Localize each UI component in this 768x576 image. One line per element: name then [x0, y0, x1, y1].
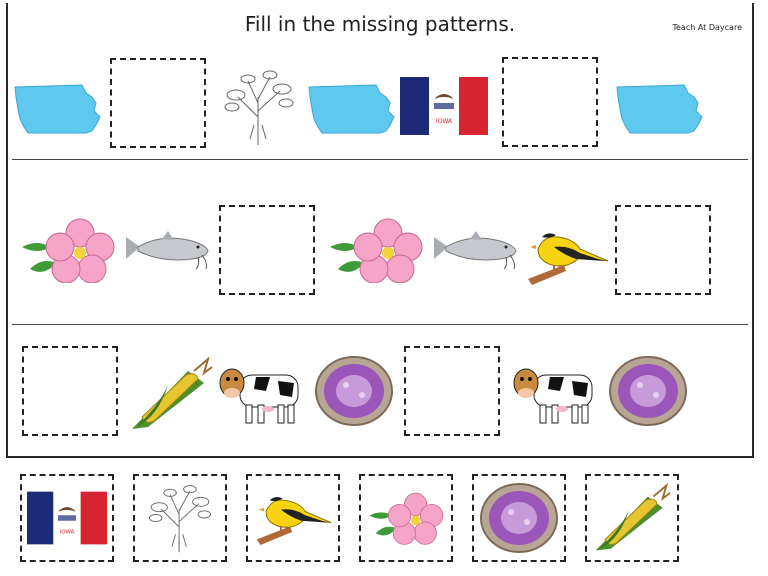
worksheet-title: Fill in the missing patterns.: [244, 12, 516, 36]
cow-icon: [216, 365, 304, 427]
worksheet: Fill in the missing patterns. Teach At D…: [6, 3, 754, 458]
row-divider: [12, 159, 748, 160]
row-divider: [12, 324, 748, 325]
goldfinch-icon: [524, 225, 610, 287]
corn-icon: [592, 482, 672, 554]
corn-icon: [128, 357, 214, 431]
answer-card-goldfinch[interactable]: [246, 474, 340, 562]
brand-label: Teach At Daycare: [672, 23, 742, 32]
catfish-icon: [122, 229, 214, 271]
blank-pattern-slot[interactable]: [110, 58, 206, 148]
iowa-flag-icon: IOWA: [400, 77, 488, 135]
wild-rose-icon: [18, 217, 118, 283]
answer-card-iowa-flag[interactable]: IOWA: [20, 474, 114, 562]
geode-icon: [608, 355, 688, 427]
blank-pattern-slot[interactable]: [502, 57, 598, 147]
answer-card-wild-rose[interactable]: [359, 474, 453, 562]
wild-rose-icon: [366, 482, 446, 554]
iowa-map-icon: [614, 81, 704, 137]
blank-pattern-slot[interactable]: [22, 346, 118, 436]
blank-pattern-slot[interactable]: [219, 205, 315, 295]
flag-text: IOWA: [436, 118, 453, 125]
iowa-map-icon: [12, 81, 102, 137]
answer-card-corn[interactable]: [585, 474, 679, 562]
geode-icon: [479, 482, 559, 554]
answer-card-wild-indigo[interactable]: [133, 474, 227, 562]
blank-pattern-slot[interactable]: [404, 346, 500, 436]
flag-text: IOWA: [60, 529, 75, 535]
wild-indigo-icon: [218, 67, 300, 147]
cow-icon: [510, 365, 598, 427]
wild-rose-icon: [326, 217, 426, 283]
wild-indigo-icon: [140, 482, 220, 554]
iowa-map-icon: [306, 81, 396, 137]
catfish-icon: [430, 229, 522, 271]
blank-pattern-slot[interactable]: [615, 205, 711, 295]
answer-card-geode[interactable]: [472, 474, 566, 562]
iowa-flag-icon: IOWA: [27, 482, 107, 554]
goldfinch-icon: [253, 482, 333, 554]
geode-icon: [314, 355, 394, 427]
